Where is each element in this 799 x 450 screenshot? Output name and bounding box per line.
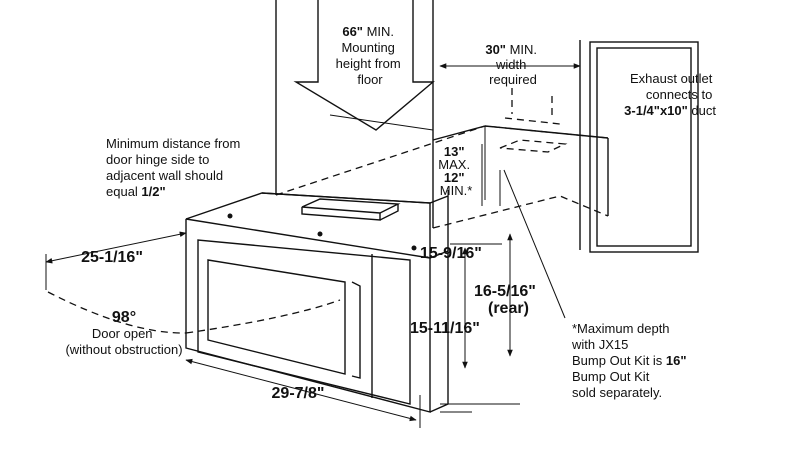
door-angle: 98°: [112, 309, 136, 326]
microwave-body: [185, 192, 449, 413]
mounting-height-arrow: [293, 0, 435, 131]
depth-top-dimension: 25-1/16": [81, 249, 143, 266]
hinge-distance-label: Minimum distance from door hinge side to…: [106, 136, 244, 199]
rear-height-dimension: 16-5/16": [474, 283, 536, 300]
width-bottom-dimension: 29-7/8": [272, 385, 325, 402]
wall-outline: [275, 0, 609, 250]
bump-out-note: *Maximum depth with JX15 Bump Out Kit is…: [571, 321, 690, 400]
gap-label: 13" MAX. 12" MIN.*: [438, 144, 473, 198]
width-required-label: 30" MIN. width required: [485, 42, 540, 87]
dashed-guides: [275, 88, 609, 229]
front-height-dimension: 15-11/16": [410, 320, 480, 337]
door-open-label: Door open (without obstruction): [65, 326, 182, 357]
mounting-height-label: 66" MIN. Mounting height from floor: [336, 24, 405, 87]
exhaust-outlet-label: Exhaust outlet connects to 3-1/4"x10" du…: [624, 71, 716, 118]
rear-label: (rear): [488, 300, 529, 317]
dimension-lines: [45, 63, 581, 428]
exhaust-outlet: [589, 41, 699, 253]
depth-side-dimension: 15-9/16": [420, 245, 482, 262]
